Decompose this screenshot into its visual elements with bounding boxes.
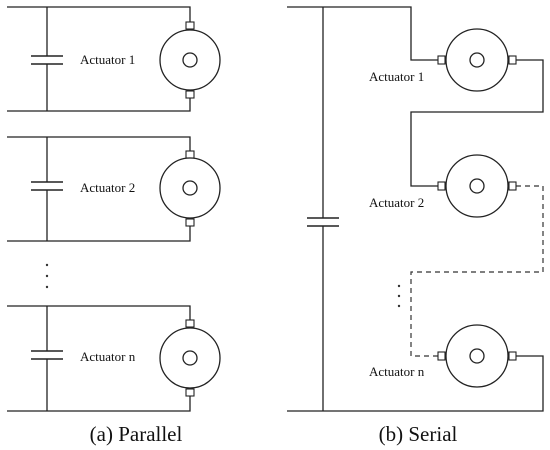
serial-dashed-wire-2-to-n bbox=[410, 185, 544, 357]
serial-actuator-2-motor-icon bbox=[437, 154, 517, 218]
parallel-ellipsis bbox=[45, 263, 49, 289]
serial-caption: (b) Serial bbox=[379, 422, 458, 446]
parallel-1-motor-icon bbox=[159, 21, 221, 99]
serial-actuator-2-label: Actuator 2 bbox=[369, 195, 424, 210]
serial-actuator-n-label: Actuator n bbox=[369, 364, 425, 379]
serial-actuator-1-label: Actuator 1 bbox=[369, 69, 424, 84]
parallel-n-bottom-wire bbox=[7, 396, 191, 412]
parallel-actuator-1-label: Actuator 1 bbox=[80, 52, 135, 67]
parallel-actuator-2-label: Actuator 2 bbox=[80, 180, 135, 195]
parallel-block-1: Actuator 1 bbox=[7, 6, 221, 112]
serial-wire-to-actuator-1 bbox=[323, 6, 438, 61]
serial-wire-1-to-2 bbox=[410, 59, 544, 187]
parallel-block-2: Actuator 2 bbox=[7, 136, 221, 242]
parallel-2-motor-icon bbox=[159, 150, 221, 227]
parallel-1-top-wire bbox=[7, 6, 191, 22]
parallel-block-n: Actuator n bbox=[7, 305, 221, 412]
parallel-caption: (a) Parallel bbox=[90, 422, 183, 446]
parallel-actuator-n-label: Actuator n bbox=[80, 349, 136, 364]
parallel-diagram: Actuator 1 Actuator 2 bbox=[7, 6, 221, 412]
serial-actuator-1-motor-icon bbox=[437, 28, 517, 92]
serial-bottom-rail bbox=[287, 355, 544, 412]
parallel-n-motor-icon bbox=[159, 319, 221, 397]
parallel-2-bottom-wire bbox=[7, 226, 191, 242]
serial-actuator-n-motor-icon bbox=[437, 324, 517, 388]
parallel-n-top-wire bbox=[7, 305, 191, 320]
parallel-1-bottom-wire bbox=[7, 98, 191, 112]
parallel-2-top-wire bbox=[7, 136, 191, 151]
serial-diagram: Actuator 1 Actuator 2 Actuator n bbox=[287, 6, 544, 412]
serial-ellipsis bbox=[397, 284, 401, 308]
